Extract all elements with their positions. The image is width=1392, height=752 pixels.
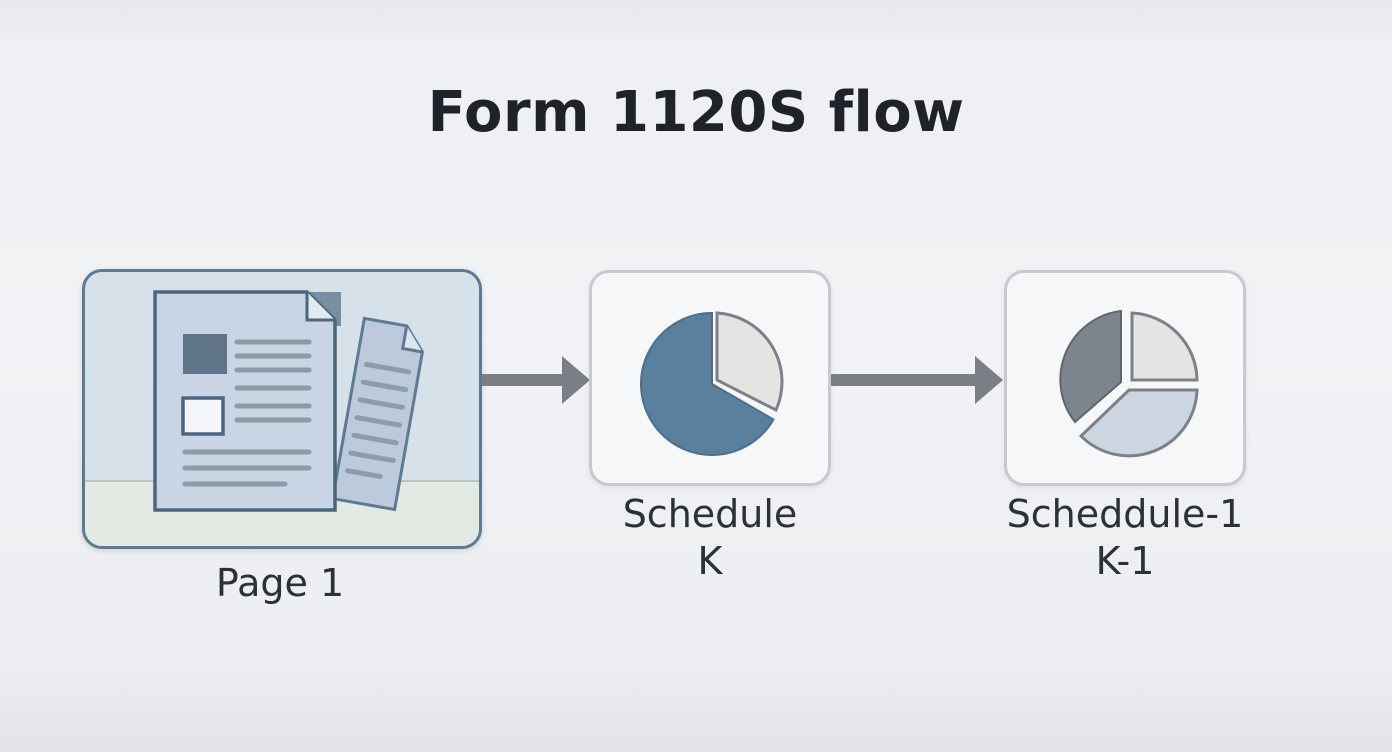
schedule-k1-node[interactable]: [1004, 270, 1246, 486]
schedule-k1-label: Scheddule-1 K-1: [975, 491, 1275, 585]
pie-chart-icon: [1059, 309, 1199, 458]
schedule-k1-label-line1: Scheddule-1: [1006, 492, 1244, 536]
arrow-right-icon: [831, 356, 1003, 404]
schedule-k-label: Schedule K: [560, 491, 860, 585]
page-1-node[interactable]: [82, 269, 482, 549]
pie-chart-icon: [640, 311, 784, 456]
arrow-right-icon: [482, 356, 590, 404]
schedule-k1-label-line2: K-1: [1095, 539, 1155, 583]
document-stack-icon: [153, 290, 425, 512]
schedule-k-node[interactable]: [589, 270, 831, 486]
diagram-title: Form 1120S flow: [427, 80, 965, 145]
schedule-k-label-line1: Schedule: [622, 492, 798, 536]
schedule-k-label-line2: K: [697, 539, 723, 583]
page-1-label: Page 1: [215, 561, 345, 605]
